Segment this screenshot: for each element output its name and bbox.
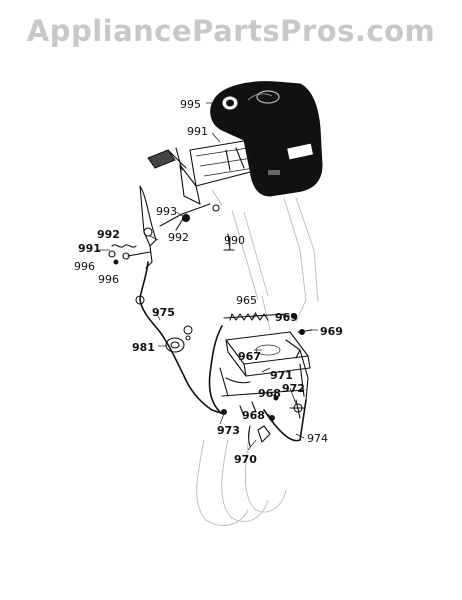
label-973: 973 <box>217 424 240 437</box>
handle-bars <box>196 189 319 526</box>
part-labels: 995 991 993 992 990 992 991 996 996 965 … <box>74 98 343 466</box>
label-993: 993 <box>156 205 177 218</box>
fittings <box>221 395 305 447</box>
label-967: 967 <box>238 350 261 363</box>
label-969-upper: 969 <box>275 311 298 324</box>
drive-cable <box>208 325 309 442</box>
label-995: 995 <box>180 98 201 111</box>
label-968-upper: 968 <box>258 387 281 400</box>
label-971: 971 <box>270 369 293 382</box>
label-965: 965 <box>236 294 257 307</box>
label-996-left: 996 <box>74 260 95 273</box>
mounting-plate <box>225 331 311 377</box>
shift-lever <box>139 185 220 269</box>
spring-assembly <box>108 213 187 265</box>
label-969-right: 969 <box>320 325 343 338</box>
lower-bracket <box>219 363 305 397</box>
watermark-logo: AppliancePartsPros.com <box>26 14 436 48</box>
label-991-left: 991 <box>78 242 101 255</box>
label-996-right: 996 <box>98 273 119 286</box>
control-panel-bracket <box>147 139 259 205</box>
leader-lines <box>98 102 318 451</box>
adjuster-rod <box>223 313 313 335</box>
label-981: 981 <box>132 341 155 354</box>
bolt-990 <box>223 233 235 251</box>
label-992-left: 992 <box>97 228 120 241</box>
cable-clip <box>165 337 185 353</box>
label-991-upper: 991 <box>187 125 208 138</box>
label-992-right: 992 <box>168 231 189 244</box>
label-968-lower: 968 <box>242 409 265 422</box>
label-990: 990 <box>224 234 245 247</box>
label-970: 970 <box>234 453 257 466</box>
label-975: 975 <box>152 306 175 319</box>
shift-cable <box>135 261 225 415</box>
console-cover <box>210 81 323 197</box>
label-972: 972 <box>282 382 305 395</box>
label-974: 974 <box>307 432 328 445</box>
